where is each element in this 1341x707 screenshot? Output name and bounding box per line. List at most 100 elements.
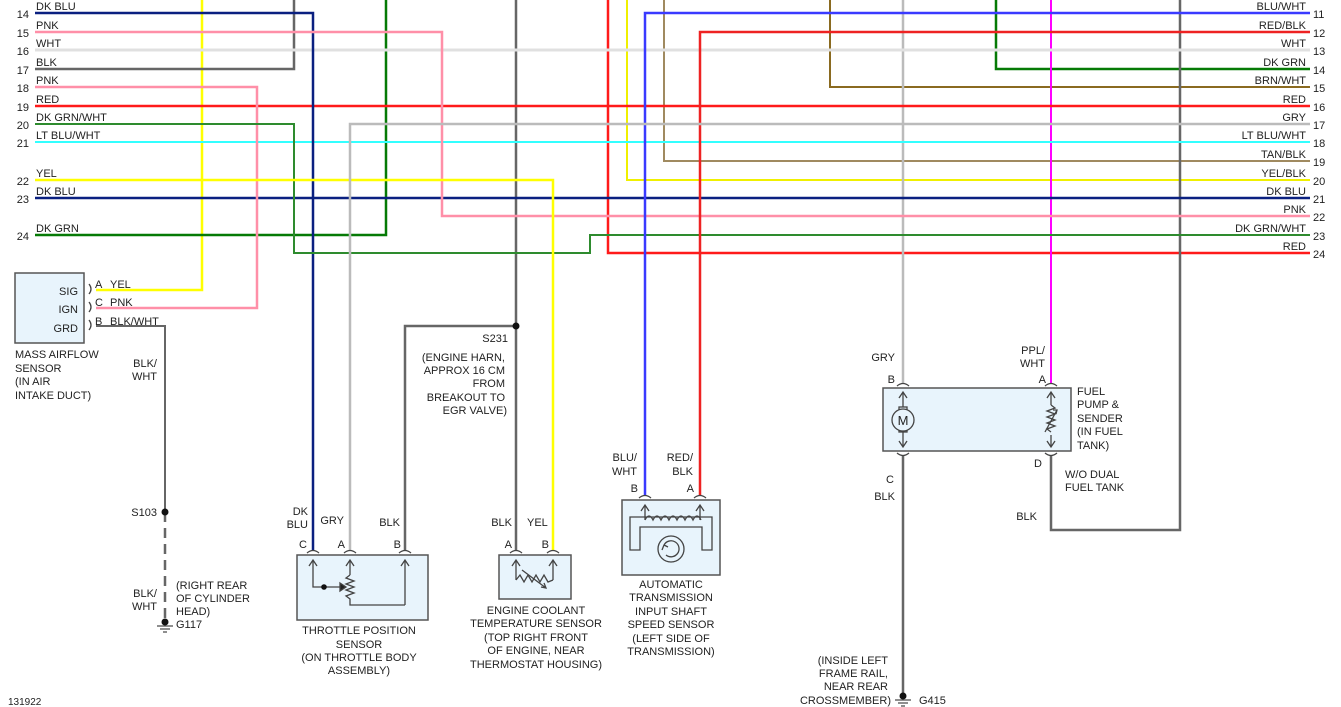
ect-pin-b: B xyxy=(542,539,549,551)
maf-wire-a: YEL xyxy=(110,279,131,291)
right-wire-color-label: LT BLU/WHT xyxy=(1242,130,1307,142)
fp-name: PUMP & xyxy=(1077,399,1120,411)
wire-right-20-yelblk xyxy=(626,0,1310,181)
right-pin-number: 11 xyxy=(1313,9,1324,21)
g117-label: G117 xyxy=(176,619,202,631)
fp-pin-d: D xyxy=(1034,458,1042,470)
wire-tps-c-dkblu xyxy=(35,11,315,551)
wire-right-24-red xyxy=(606,0,1310,255)
maf-name: SENSOR xyxy=(15,363,62,375)
left-pin-number: 15 xyxy=(17,28,29,40)
ect-name: THERMOSTAT HOUSING) xyxy=(470,659,602,671)
iss-wire-b-label: WHT xyxy=(612,466,637,478)
s231-location: APPROX 16 CM xyxy=(424,365,505,377)
right-pin-number: 24 xyxy=(1313,249,1325,261)
mass-airflow-sensor[interactable]: SIG IGN GRD A YEL C PNK B BLK/WHT MASS A… xyxy=(14,272,159,402)
maf-wire-b: BLK/WHT xyxy=(110,316,159,328)
right-wire-color-label: GRY xyxy=(1282,112,1306,124)
maf-ground-wire-label: WHT xyxy=(132,371,157,383)
speed-sensor-icon xyxy=(629,494,713,563)
g415-location: FRAME RAIL, xyxy=(819,668,888,680)
engine-coolant-temperature-sensor[interactable]: BLK YEL A B ENGINE COOLANT TEMPERATURE S… xyxy=(470,517,602,671)
ground-g415[interactable]: (INSIDE LEFT FRAME RAIL, NEAR REAR CROSS… xyxy=(800,655,946,707)
right-wire-color-label: YEL/BLK xyxy=(1261,168,1306,180)
maf-pin-label-grd: GRD xyxy=(54,323,79,335)
g415-label: G415 xyxy=(919,695,946,707)
s103-wire-label: BLK/ xyxy=(133,588,158,600)
maf-wire-c: PNK xyxy=(110,297,133,309)
maf-pin-label-ign: IGN xyxy=(58,304,78,316)
ground-icon xyxy=(157,618,173,633)
maf-pin-b: B xyxy=(95,316,102,328)
iss-wire-a-label: RED/ xyxy=(667,452,694,464)
wire-right-19-tanblk xyxy=(663,0,1310,162)
tps-wire-c-label: DK xyxy=(293,506,309,518)
ect-wire-b-label: YEL xyxy=(527,517,548,529)
ect-name: OF ENGINE, NEAR xyxy=(487,645,584,657)
left-pin-number: 21 xyxy=(17,138,29,150)
right-pin-number: 18 xyxy=(1313,138,1325,150)
ect-name: TEMPERATURE SENSOR xyxy=(470,618,602,630)
right-pin-number: 21 xyxy=(1313,194,1325,206)
left-wire-color-label: WHT xyxy=(36,38,61,50)
right-pin-number: 16 xyxy=(1313,102,1325,114)
fp-wire-c-label: BLK xyxy=(874,491,895,503)
tps-name: ASSEMBLY) xyxy=(328,665,390,677)
right-pin-number: 20 xyxy=(1313,176,1325,188)
throttle-position-sensor[interactable]: DK BLU GRY BLK C A B THROTTLE POSITION S… xyxy=(287,506,429,677)
left-pin-number: 19 xyxy=(17,102,29,114)
right-wire-color-label: PNK xyxy=(1283,204,1306,216)
left-wire-color-label: PNK xyxy=(36,75,59,87)
left-pin-number: 16 xyxy=(17,46,29,58)
g117-location: HEAD) xyxy=(176,606,210,618)
maf-name: INTAKE DUCT) xyxy=(15,390,91,402)
right-wire-color-label: DK BLU xyxy=(1266,186,1306,198)
left-wire-color-label: PNK xyxy=(36,20,59,32)
fp-option: W/O DUAL xyxy=(1065,469,1119,481)
g415-location: (INSIDE LEFT xyxy=(818,655,889,667)
fp-wire-a-label: WHT xyxy=(1020,358,1045,370)
splice-dot-icon xyxy=(512,322,520,330)
wire-left-24-dkgrn xyxy=(35,0,388,237)
ect-pin-a: A xyxy=(505,539,513,551)
right-wire-color-label: TAN/BLK xyxy=(1261,149,1307,161)
maf-pin-a: A xyxy=(95,279,103,291)
left-wire-color-label: DK BLU xyxy=(36,1,76,13)
fp-pin-a: A xyxy=(1039,374,1047,386)
left-pin-number: 17 xyxy=(17,65,29,77)
left-pin-number: 24 xyxy=(17,231,29,243)
s231-label: S231 xyxy=(482,333,508,345)
potentiometer-icon xyxy=(306,549,412,606)
splice-s231[interactable]: S231 (ENGINE HARN, APPROX 16 CM FROM BRE… xyxy=(422,322,520,418)
iss-name: SPEED SENSOR xyxy=(628,619,715,631)
left-wire-color-label: DK GRN/WHT xyxy=(36,112,107,124)
motor-symbol: M xyxy=(898,413,909,428)
wire-iss-b-bluwht xyxy=(643,11,1310,496)
ect-wire-a-label: BLK xyxy=(491,517,512,529)
fp-wire-d-label: BLK xyxy=(1016,511,1037,523)
fp-pin-c: C xyxy=(886,474,894,486)
input-shaft-speed-sensor[interactable]: BLU/ WHT RED/ BLK B A AUTOMATIC TRANSMIS… xyxy=(612,452,721,658)
wire-ect-b-yel xyxy=(35,178,555,551)
right-pin-number: 19 xyxy=(1313,157,1325,169)
s231-location: BREAKOUT TO xyxy=(427,392,506,404)
left-pin-number: 18 xyxy=(17,83,29,95)
maf-body xyxy=(14,272,85,344)
right-wire-color-label: DK GRN xyxy=(1263,57,1306,69)
wire-fp-d-blk xyxy=(1049,0,1182,532)
maf-ground-wire-label: BLK/ xyxy=(133,358,158,370)
right-wire-color-label: RED xyxy=(1283,241,1306,253)
wires xyxy=(35,0,1310,694)
right-pin-number: 12 xyxy=(1313,28,1325,40)
tps-pin-a: A xyxy=(338,539,346,551)
left-wire-color-label: DK BLU xyxy=(36,186,76,198)
thermistor-icon xyxy=(509,549,560,589)
ground-icon xyxy=(895,692,911,707)
fuel-pump-sender[interactable]: GRY PPL/ WHT B A M FUEL PUMP & SENDER (I… xyxy=(871,345,1124,523)
fp-name: SENDER xyxy=(1077,413,1123,425)
maf-name: MASS AIRFLOW xyxy=(15,349,99,361)
splice-s103[interactable]: S103 BLK/ WHT (RIGHT REAR OF CYLINDER HE… xyxy=(131,507,250,633)
s231-location: (ENGINE HARN, xyxy=(422,352,505,364)
